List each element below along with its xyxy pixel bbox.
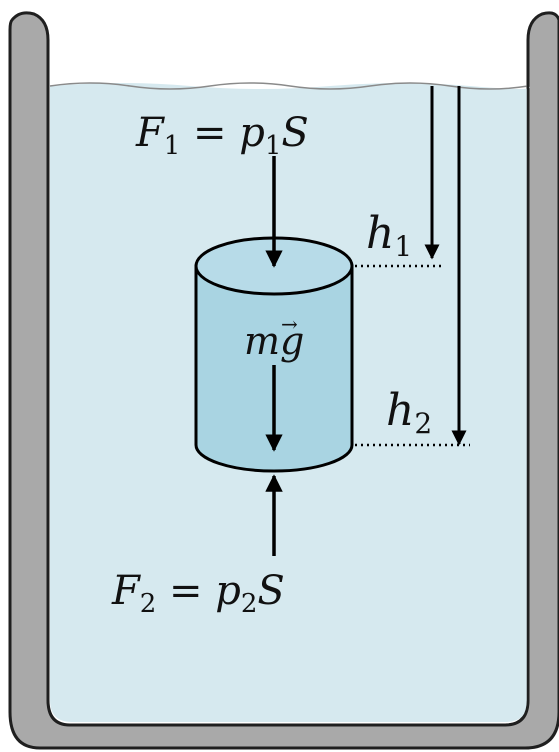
depth-1-label: h1 bbox=[366, 208, 412, 263]
weight-label: mg bbox=[244, 319, 304, 363]
container-inner-outline bbox=[46, 40, 530, 727]
bottom-force-label: F2 = p2S bbox=[111, 568, 285, 619]
container-wall bbox=[8, 11, 559, 750]
gravity-vector-mark: → bbox=[281, 312, 298, 336]
top-force-label: F1 = p1S bbox=[135, 110, 309, 161]
water-surface bbox=[49, 82, 529, 90]
depth-2-label: h2 bbox=[386, 385, 432, 440]
